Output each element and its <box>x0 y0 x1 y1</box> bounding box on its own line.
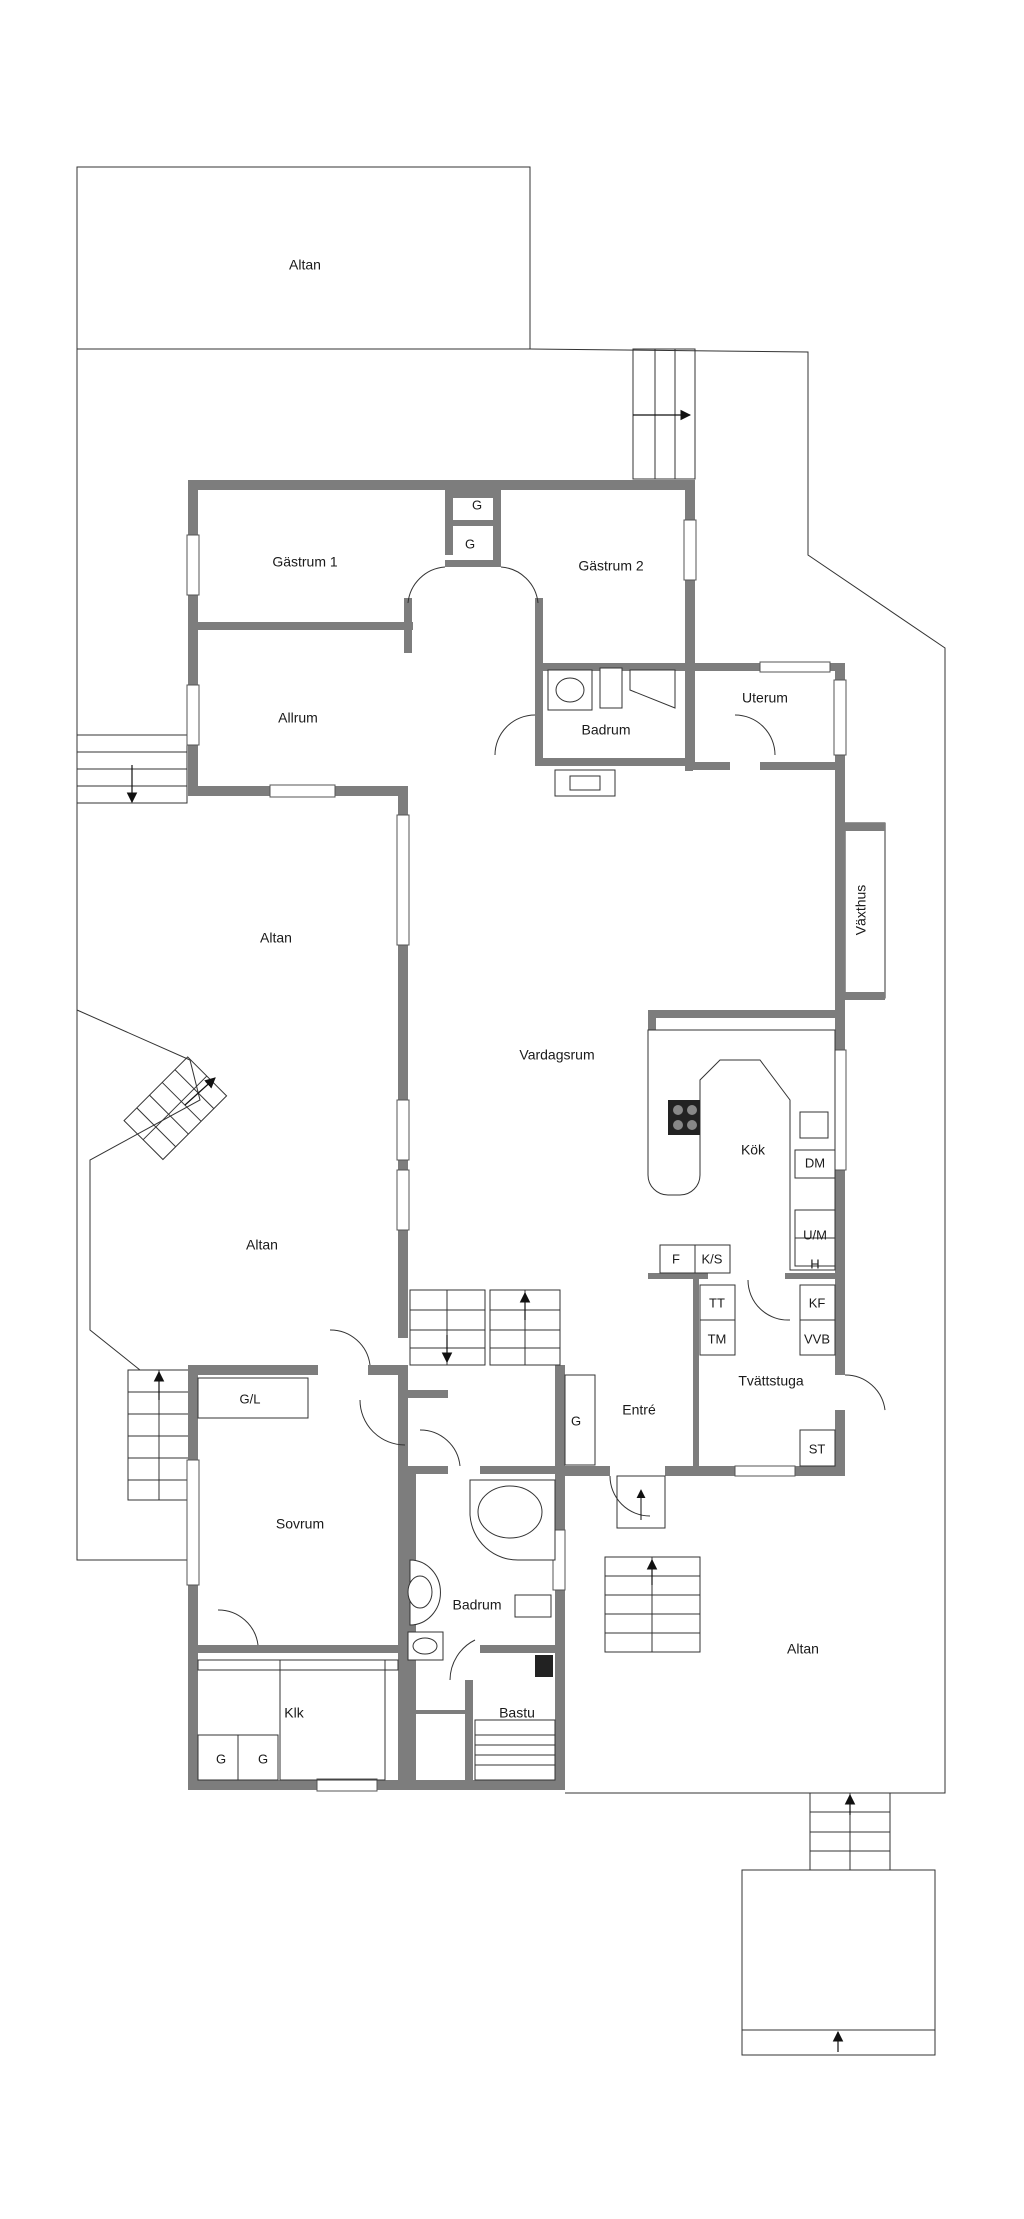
label-sovrum: Sovrum <box>276 1516 324 1532</box>
sauna-bench <box>474 1719 556 1781</box>
label-h: H <box>810 1256 819 1271</box>
label-g-klk-2: G <box>258 1751 268 1766</box>
fireplace <box>554 769 616 797</box>
room-labels: Altan Gästrum 1 Gästrum 2 G G Allrum Bad… <box>216 257 869 1767</box>
label-tm: TM <box>708 1331 727 1346</box>
windows <box>186 519 847 1792</box>
label-gastrum-2: Gästrum 2 <box>578 558 644 574</box>
label-f: F <box>672 1251 680 1266</box>
label-dm: DM <box>805 1155 825 1170</box>
label-tvattstuga: Tvättstuga <box>738 1373 804 1389</box>
label-entre: Entré <box>622 1402 656 1418</box>
sink-icon <box>799 1111 829 1139</box>
toilet-upper <box>599 667 623 709</box>
label-closet-g2: G <box>465 536 475 551</box>
label-kf: KF <box>809 1295 826 1310</box>
label-vardagsrum: Vardagsrum <box>519 1047 594 1063</box>
label-gl: G/L <box>240 1391 261 1406</box>
label-kok: Kök <box>741 1142 766 1158</box>
label-badrum-lower: Badrum <box>452 1597 501 1613</box>
label-vaxthus: Växthus <box>853 885 869 936</box>
steps-bottom-right <box>741 1792 936 2056</box>
sauna-heater <box>535 1655 553 1677</box>
door-swings <box>217 566 886 1681</box>
stove-icon <box>668 1100 700 1135</box>
label-bastu: Bastu <box>499 1705 535 1721</box>
shower-upper <box>629 669 676 709</box>
label-ks: K/S <box>702 1251 723 1266</box>
label-uterum: Uterum <box>742 690 788 706</box>
steps-entry <box>604 1556 701 1653</box>
label-altan-top: Altan <box>289 257 321 273</box>
label-altan-left: Altan <box>260 930 292 946</box>
label-gastrum-1: Gästrum 1 <box>272 554 338 570</box>
label-altan-mid: Altan <box>246 1237 278 1253</box>
label-g-entre: G <box>571 1413 581 1428</box>
label-altan-right: Altan <box>787 1641 819 1657</box>
label-closet-g1: G <box>472 497 482 512</box>
toilet-lower <box>514 1594 552 1618</box>
interior-stairs <box>409 1289 561 1366</box>
steps-left-upper <box>76 734 188 804</box>
label-allrum: Allrum <box>278 710 318 726</box>
label-klk: Klk <box>284 1705 304 1721</box>
steps-left-lower <box>127 1369 191 1501</box>
label-st: ST <box>809 1441 826 1456</box>
kitchen-island <box>647 1029 836 1271</box>
label-badrum-upper: Badrum <box>581 722 630 738</box>
steps-diagonal <box>123 1056 228 1161</box>
walls <box>188 480 885 1790</box>
label-g-klk-1: G <box>216 1751 226 1766</box>
fixtures <box>197 667 836 1781</box>
label-tt: TT <box>709 1295 725 1310</box>
label-um: U/M <box>803 1227 827 1242</box>
label-vvb: VVB <box>804 1331 830 1346</box>
deck-top <box>76 166 531 350</box>
